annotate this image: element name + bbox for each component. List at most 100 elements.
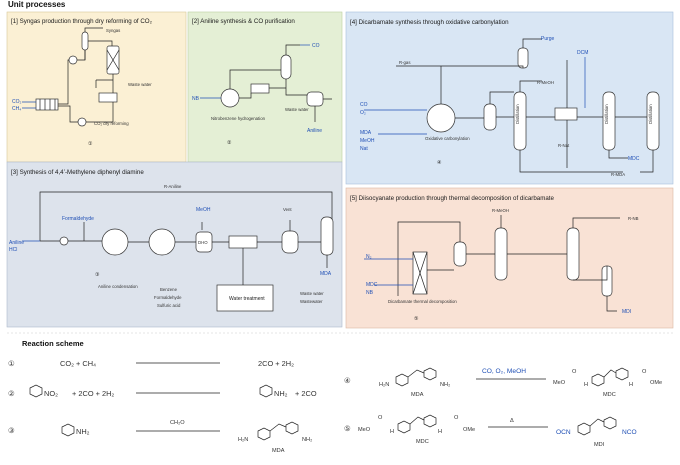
meoh-input-3: MeOH xyxy=(196,207,211,213)
co2-input: CO₂ xyxy=(12,99,22,105)
r3-mda: MDA xyxy=(272,448,285,454)
waste-water-1: Waste water xyxy=(128,82,152,87)
panel-1-number: ① xyxy=(88,141,93,147)
mda-input-4: MDA xyxy=(360,130,372,136)
hx-3 xyxy=(228,235,258,249)
r4-mdc: MDC xyxy=(603,392,616,398)
panel-5-title: [5] Diisocyanate production through ther… xyxy=(350,195,555,202)
co-input-4: CO xyxy=(360,102,368,108)
r3-reagent: CH₂O xyxy=(170,420,185,426)
co-output: CO xyxy=(312,43,320,49)
r5-o2: O xyxy=(454,415,459,421)
r-gas-label: R-gas xyxy=(399,60,410,65)
panel-4-number: ④ xyxy=(437,160,442,166)
panel-3-number: ③ xyxy=(95,272,100,278)
formaldehyde-input: Formaldehyde xyxy=(62,216,94,222)
condensation-reactor-1 xyxy=(101,228,129,256)
r-aniline-label: R-Aniline xyxy=(164,184,182,189)
r4-meo: MeO xyxy=(553,380,566,386)
r-nb-label: R-NB xyxy=(628,216,639,221)
hx-2 xyxy=(250,83,270,94)
mdc-input-5: MDC xyxy=(366,282,378,288)
r4-reagent: CO, O₂, MeOH xyxy=(482,368,526,375)
benzene-label: Benzene xyxy=(160,287,178,292)
mdi-output: MDI xyxy=(622,309,631,315)
carbonylation-reactor xyxy=(426,103,456,133)
column-5a xyxy=(494,227,508,281)
column-5b xyxy=(566,227,580,281)
panel-2-number: ② xyxy=(227,140,232,146)
mdc-output-4: MDC xyxy=(628,156,640,162)
r4-mda: MDA xyxy=(411,392,424,398)
r-mda-label: R-MDA xyxy=(611,172,625,177)
r5-reagent: Δ xyxy=(510,418,514,424)
reaction-2: ② NO₂ + 2CO + 2H₂ NH₂ + 2CO xyxy=(8,384,317,398)
r4-nh2: NH₂ xyxy=(440,382,450,388)
condensation-label: Aniline condensation xyxy=(98,284,138,289)
gas-separator xyxy=(517,47,529,69)
distill-label-2: Distillation xyxy=(604,104,609,124)
formaldehyde-waste: Formaldehyde xyxy=(154,295,182,300)
r4-o1: O xyxy=(572,369,577,375)
panel-4-title: [4] Dicarbamate synthesis through oxidat… xyxy=(350,19,509,26)
r3-benzene xyxy=(61,423,75,437)
reaction-5: ⑤ MeO O H H O OMe MDC Δ OCN NCO MDI xyxy=(344,414,637,448)
purge-label: Purge xyxy=(541,36,555,42)
vent-label: Vent xyxy=(283,207,292,212)
waste-water-2: Waste water xyxy=(285,107,309,112)
panel-diisocyanate: [5] Diisocyanate production through ther… xyxy=(345,187,674,329)
r4-h2: H xyxy=(629,382,633,388)
panel-4-bg xyxy=(345,11,674,185)
nat-input-4: Nat xyxy=(360,146,368,152)
r2-number: ② xyxy=(8,389,15,398)
panel-1-bg xyxy=(6,11,187,163)
ch4-input: CH₄ xyxy=(12,106,21,112)
r-nat-label: R-Nat xyxy=(558,143,570,148)
panel-3-title: [3] Synthesis of 4,4’-Methylene diphenyl… xyxy=(11,169,144,176)
r-meoh-label-4: R-MeOH xyxy=(537,80,554,85)
o2-input-4: O₂ xyxy=(360,110,366,116)
panel-syngas: [1] Syngas production through dry reform… xyxy=(6,11,187,163)
r3-aniline: NH₂ xyxy=(76,427,90,436)
n2-input: N₂ xyxy=(366,254,372,260)
mda-column xyxy=(320,216,334,256)
r4-h1: H xyxy=(584,382,588,388)
reaction-3: ③ NH₂ CH₂O H₂N NH₂ MDA xyxy=(8,420,312,454)
r1-products: 2CO + 2H₂ xyxy=(258,359,294,368)
nitro-label: Nitrobenzene hydrogenation xyxy=(211,116,266,121)
syngas-label: Syngas xyxy=(106,28,120,33)
panel-2-title: [2] Aniline synthesis & CO purification xyxy=(192,18,295,25)
water-treatment-box xyxy=(216,284,274,312)
reaction-1: ① CO₂ + CH₄ 2CO + 2H₂ xyxy=(8,359,294,368)
panel-1-title: [1] Syngas production through dry reform… xyxy=(11,18,153,25)
r2-benzene xyxy=(29,384,43,398)
panel-aniline: [2] Aniline synthesis & CO purification … xyxy=(187,11,343,163)
hx-4 xyxy=(554,107,578,121)
r2-benzene-product xyxy=(259,384,273,398)
meoh-input-4: MeOH xyxy=(360,138,375,144)
panel-mda: [3] Synthesis of 4,4’-Methylene diphenyl… xyxy=(6,161,343,328)
r5-o1: O xyxy=(378,415,383,421)
aniline-output: Aniline xyxy=(307,128,322,134)
flash-5 xyxy=(453,241,467,267)
r5-mdi: MDI xyxy=(594,442,605,448)
sulfuric-acid: Sulfuric acid xyxy=(157,303,181,308)
distill-label-1: Distillation xyxy=(515,104,520,124)
aniline-input-3: Aniline xyxy=(9,240,24,246)
wastewater-label: Wastewater xyxy=(300,299,323,304)
panel-5-bg xyxy=(345,187,674,329)
heater-1 xyxy=(77,117,87,127)
r4-ome: OMe xyxy=(650,380,662,386)
flash-drum xyxy=(81,31,89,51)
r5-mdc: MDC xyxy=(416,439,429,445)
r2-nh2: NH₂ xyxy=(274,389,288,398)
panel-5-number: ⑤ xyxy=(414,316,419,322)
hcl-input: HCl xyxy=(9,247,17,253)
co-column xyxy=(280,54,292,80)
water-treatment-label: Water treatment xyxy=(229,296,265,302)
r1-reactants: CO₂ + CH₄ xyxy=(60,359,96,368)
r3-number: ③ xyxy=(8,426,15,435)
r5-nco: NCO xyxy=(622,429,637,436)
mda-output: MDA xyxy=(320,271,332,277)
dmo-label: DHO xyxy=(198,240,208,245)
